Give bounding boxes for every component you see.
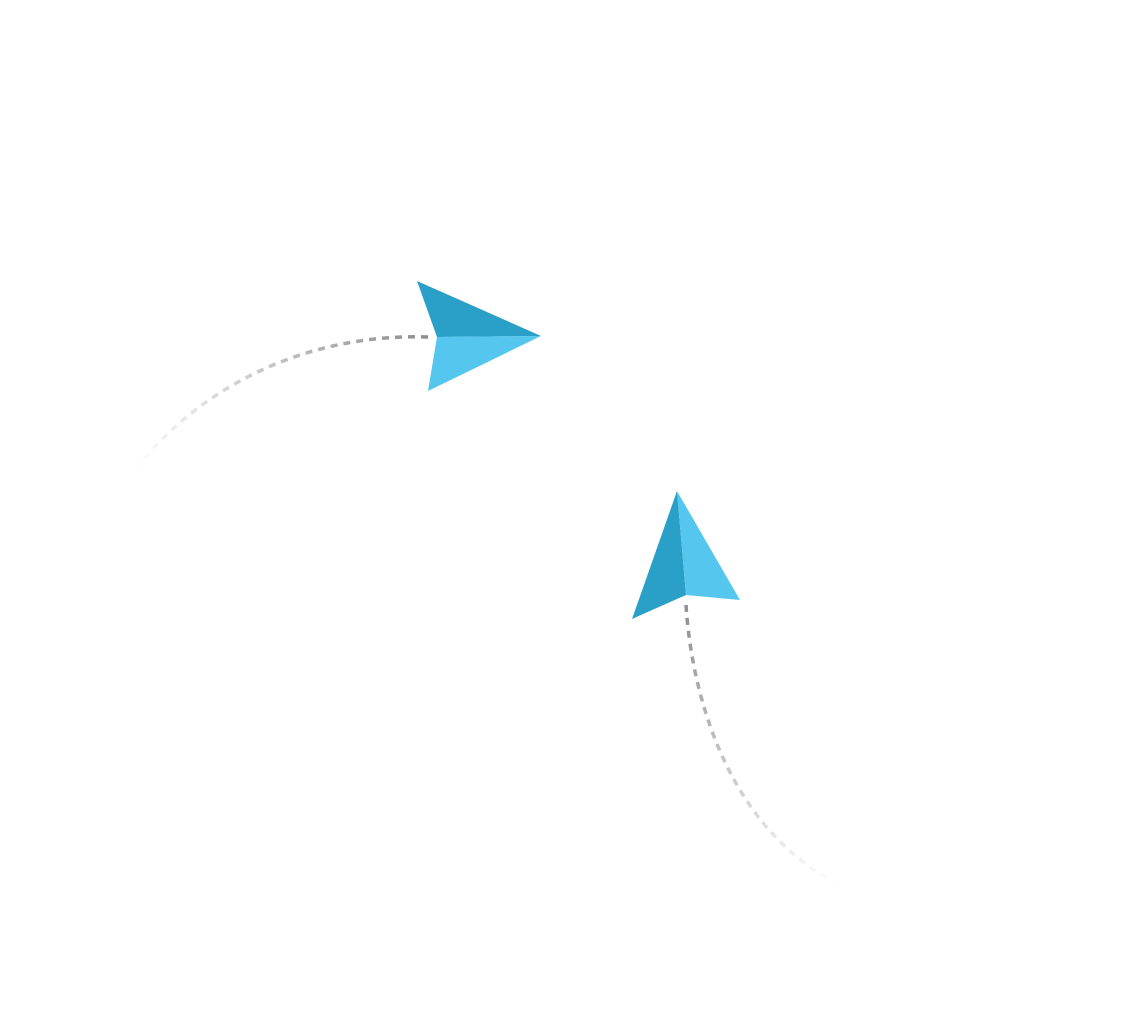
plane-wing-dark — [417, 281, 541, 337]
paper-plane-icon — [417, 281, 541, 391]
plane-wing-light — [428, 336, 541, 391]
plane-wing-dark — [632, 491, 686, 619]
paper-plane-icon — [632, 491, 740, 619]
plane-wing-light — [677, 491, 740, 600]
flight-trail — [684, 604, 841, 887]
